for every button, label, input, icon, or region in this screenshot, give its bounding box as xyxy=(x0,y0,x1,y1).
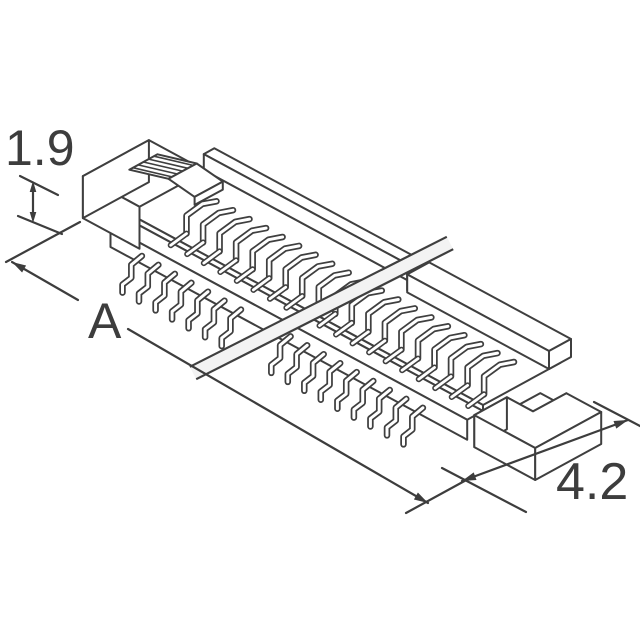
solder-pin-inner xyxy=(302,352,326,393)
contact-hook-inner xyxy=(482,360,516,396)
contact-hook-inner xyxy=(466,351,499,387)
contact-hook-inner xyxy=(317,271,351,307)
contact-rail-inner xyxy=(334,321,354,336)
contact-hook-inner xyxy=(416,324,450,361)
height-extension-line-top xyxy=(18,174,60,197)
length-dimension-line-seg2 xyxy=(126,327,430,505)
contact-rail-inner xyxy=(450,383,470,399)
contact-hook-inner xyxy=(284,253,318,289)
height-extension-line-bottom xyxy=(16,214,64,236)
solder-pin-inner xyxy=(269,334,293,375)
contact-rail-inner xyxy=(400,357,420,372)
solder-pin-inner xyxy=(286,343,309,384)
contact-hook-inner xyxy=(185,199,218,236)
contact-hook-inner xyxy=(300,262,334,298)
latch-hatch-line xyxy=(132,166,173,178)
actuator-right-cap xyxy=(548,338,572,370)
connector-body xyxy=(81,139,603,481)
solder-pin-inner xyxy=(170,281,193,321)
contact-rail-inner xyxy=(318,312,337,328)
height-arrowhead-up xyxy=(29,181,37,192)
solder-pin-inner xyxy=(352,379,375,420)
contact-rail-inner xyxy=(218,258,238,274)
contact-rail-inner xyxy=(466,392,486,408)
contact-rail-inner xyxy=(251,276,271,292)
contact-hook-inner xyxy=(399,315,433,352)
solder-pin-inner xyxy=(187,290,210,330)
contact-hook-inner xyxy=(350,289,384,325)
contact-hook-inner xyxy=(251,235,285,271)
depth-dimension-line xyxy=(460,418,630,483)
length-extension-line-left xyxy=(4,220,82,264)
contact-hook-inner xyxy=(366,298,400,334)
depth-arrowhead-right xyxy=(613,420,628,429)
latch-end-cap xyxy=(193,180,224,206)
solder-pin-inner xyxy=(402,406,425,446)
length-arrowhead-right xyxy=(413,492,428,503)
contact-rail-inner xyxy=(284,294,304,310)
contact-rail-inner xyxy=(169,232,188,247)
contact-hook-inner xyxy=(433,333,466,369)
contact-hook-inner xyxy=(449,342,483,378)
contact-rail-inner xyxy=(384,348,403,363)
break-band-edge-upper xyxy=(189,235,448,368)
solder-pin-inner xyxy=(203,299,226,339)
contact-hook-inner xyxy=(383,306,417,343)
contact-rail-inner xyxy=(202,249,222,265)
latch-hatch-line xyxy=(153,155,194,167)
solder-pin-inner xyxy=(137,263,160,303)
dimension-depth-label: 4.2 xyxy=(556,453,628,511)
dimension-annotations: 1.9 A 4.2 xyxy=(4,120,640,515)
height-arrowhead-down xyxy=(29,212,37,223)
contact-rail-inner xyxy=(351,330,370,345)
contact-rail-inner xyxy=(433,375,453,390)
length-arrowhead-left xyxy=(12,262,27,273)
contact-rail-inner xyxy=(367,339,387,354)
solder-pin-inner xyxy=(121,254,144,295)
contact-rail-inner xyxy=(185,241,205,256)
depth-arrowhead-left xyxy=(462,472,477,481)
solder-pin-inner xyxy=(385,397,408,437)
break-band-fill xyxy=(189,236,454,380)
dimension-height-label: 1.9 xyxy=(5,120,75,176)
break-band-edge-lower xyxy=(195,248,454,381)
latch-hatch-line xyxy=(147,158,189,170)
solder-pin-inner xyxy=(368,388,392,428)
solder-pin-inner xyxy=(319,361,342,402)
solder-pin-inner xyxy=(335,370,359,411)
latch-hatch-line xyxy=(137,164,179,175)
solder-pin-inner xyxy=(154,272,177,312)
depth-extension-line-bottom xyxy=(440,466,528,514)
break-band xyxy=(189,235,454,381)
contact-hook-inner xyxy=(234,226,268,262)
contact-hook-inner xyxy=(218,217,251,253)
depth-extension-line-top xyxy=(592,400,640,428)
dimension-length-label: A xyxy=(88,293,122,349)
length-extension-line-right xyxy=(404,476,472,515)
contact-rail-inner xyxy=(268,285,288,301)
latch-hatch-line xyxy=(142,161,184,172)
contact-hook-inner xyxy=(267,244,301,280)
solder-pin-inner xyxy=(220,308,243,348)
contact-rail-inner xyxy=(417,366,436,381)
contact-hook-inner xyxy=(201,208,235,244)
contact-rail-inner xyxy=(235,267,255,283)
end-block-right xyxy=(534,411,603,481)
